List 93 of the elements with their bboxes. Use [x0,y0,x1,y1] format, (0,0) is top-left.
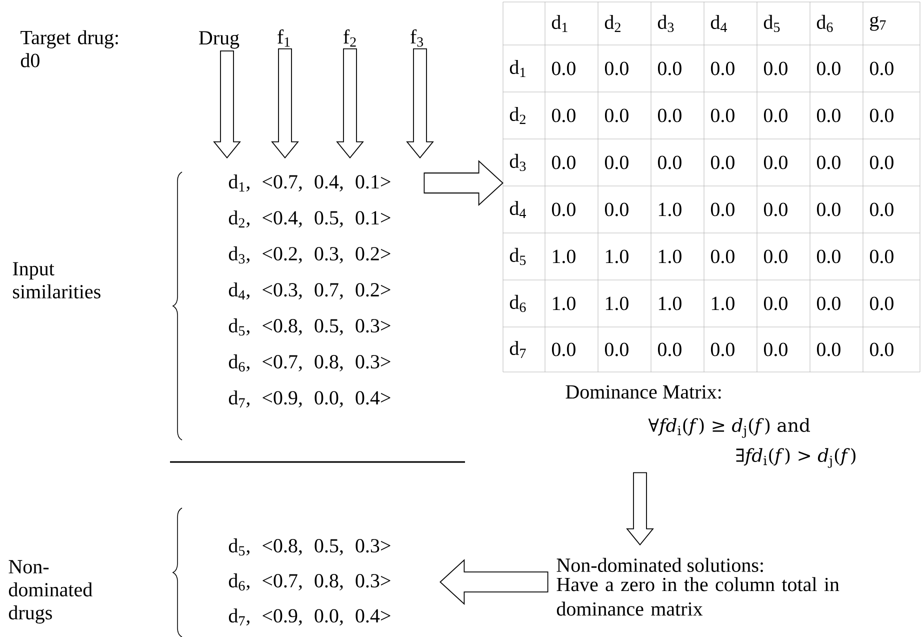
matrix-cell: d$_{4}$ [710,15,727,32]
matrix-cell: 0.0 [870,108,894,122]
matrix-cell: 0.0 [764,156,788,170]
matrix-cell: 0.0 [870,250,894,264]
matrix-cell: d$_{6}$ [816,14,833,32]
matrix-cell: 0.0 [816,296,840,310]
matrix-cell: d$_{3}$ [658,14,674,32]
matrix-cell: g$_{7}$ [870,16,886,31]
matrix-cell: 0.0 [816,62,840,76]
dominance-table [502,2,920,372]
heading: Dominance Matrix: [566,385,721,399]
matrix-cell: 0.0 [552,342,576,356]
matrix-cell: 0.0 [764,62,788,76]
matrix-cell: 0.0 [764,342,788,356]
similarity-vector: d$_{1}$, <0.7, 0.4, 0.1> [228,174,390,192]
matrix-cell: d$_{1}$ [552,15,568,32]
matrix-cell: 0.0 [552,156,576,170]
side-label: Input similarities [12,262,100,298]
description: Have a zero in the column total in dominance matrix [556,577,840,616]
matrix-cell: 0.0 [710,250,734,264]
matrix-cell: 1.0 [712,296,734,310]
matrix-cell: d$_{7}$ [510,341,526,358]
hollow-arrow [626,472,654,546]
formula: ∃fd$_{i}$(f) > d$_{j}$(f) [736,448,856,468]
matrix-cell: d$_{4}$ [510,201,526,218]
matrix-cell: 1.0 [658,202,682,216]
matrix-cell: d$_{5}$ [510,248,526,266]
column-header: f$_{2}$ [344,29,356,47]
hollow-arrow [271,48,299,158]
matrix-cell: d$_{3}$ [510,154,526,172]
similarity-vector: d$_{6}$, <0.7, 0.8, 0.3> [228,573,390,591]
formula: ∀fd$_{i}$(f) ≥ d$_{j}$(f) and [648,418,810,438]
matrix-cell: 0.0 [710,202,734,216]
matrix-cell: 0.0 [764,108,788,122]
matrix-cell: 0.0 [816,156,840,170]
matrix-cell: 0.0 [870,342,894,356]
hollow-arrow [406,48,434,158]
column-header: Drug [199,31,240,49]
column-header: f$_{1}$ [278,29,290,47]
matrix-cell: d$_{2}$ [604,15,620,32]
matrix-cell: 0.0 [552,62,576,76]
similarity-vector: d$_{2}$, <0.4, 0.5, 0.1> [228,210,390,228]
matrix-cell: 0.0 [710,62,734,76]
heading: Non-dominated solutions: [556,558,763,572]
column-header: f$_{3}$ [410,29,424,47]
matrix-cell: 0.0 [816,250,840,264]
matrix-cell: 0.0 [710,156,734,170]
matrix-cell: 0.0 [604,202,628,216]
matrix-cell: d$_{6}$ [510,294,526,312]
matrix-cell: 0.0 [764,250,788,264]
matrix-cell: 0.0 [658,342,682,356]
matrix-cell: 0.0 [658,62,682,76]
matrix-cell: 0.0 [764,296,788,310]
matrix-cell: 0.0 [604,62,628,76]
matrix-cell: 0.0 [552,108,576,122]
side-label: Target drug: d0 [20,30,118,68]
similarity-vector: d$_{7}$, <0.9, 0.0, 0.4> [228,608,390,626]
matrix-cell: d$_{5}$ [764,14,780,32]
hollow-arrow [336,48,364,158]
similarity-vector: d$_{4}$, <0.3, 0.7, 0.2> [228,282,390,300]
side-label: Non-dominated drugs [8,560,92,624]
matrix-cell: 0.0 [710,108,734,122]
matrix-cell: 1.0 [606,296,628,310]
matrix-cell: 0.0 [816,202,840,216]
similarity-vector: d$_{5}$, <0.8, 0.5, 0.3> [228,318,390,336]
matrix-cell: 0.0 [764,202,788,216]
matrix-cell: 0.0 [658,108,682,122]
matrix-cell: 0.0 [870,296,894,310]
matrix-cell: 1.0 [552,296,576,310]
matrix-cell: 0.0 [816,108,840,122]
matrix-cell: 0.0 [710,342,734,356]
similarity-vector: d$_{3}$, <0.2, 0.3, 0.2> [228,246,390,264]
similarity-vector: d$_{5}$, <0.8, 0.5, 0.3> [228,538,390,556]
matrix-cell: 0.0 [604,342,628,356]
matrix-cell: 0.0 [552,202,576,216]
matrix-cell: 1.0 [658,250,682,264]
matrix-cell: 0.0 [870,62,894,76]
matrix-cell: 0.0 [658,156,682,170]
matrix-cell: 1.0 [552,250,576,264]
matrix-cell: 0.0 [604,156,628,170]
similarity-vector: d$_{6}$, <0.7, 0.8, 0.3> [228,354,390,372]
matrix-cell: 1.0 [658,296,682,310]
similarity-vector: d$_{7}$, <0.9, 0.0, 0.4> [228,390,390,408]
hollow-arrow [424,160,504,206]
matrix-cell: 0.0 [870,156,894,170]
hollow-arrow [440,558,548,605]
hollow-arrow [213,50,241,158]
matrix-cell: d$_{1}$ [510,60,526,77]
matrix-cell: 0.0 [816,342,840,356]
matrix-cell: 0.0 [604,108,628,122]
matrix-cell: 1.0 [606,250,628,264]
matrix-cell: d$_{2}$ [510,107,526,124]
matrix-cell: 0.0 [870,202,894,216]
